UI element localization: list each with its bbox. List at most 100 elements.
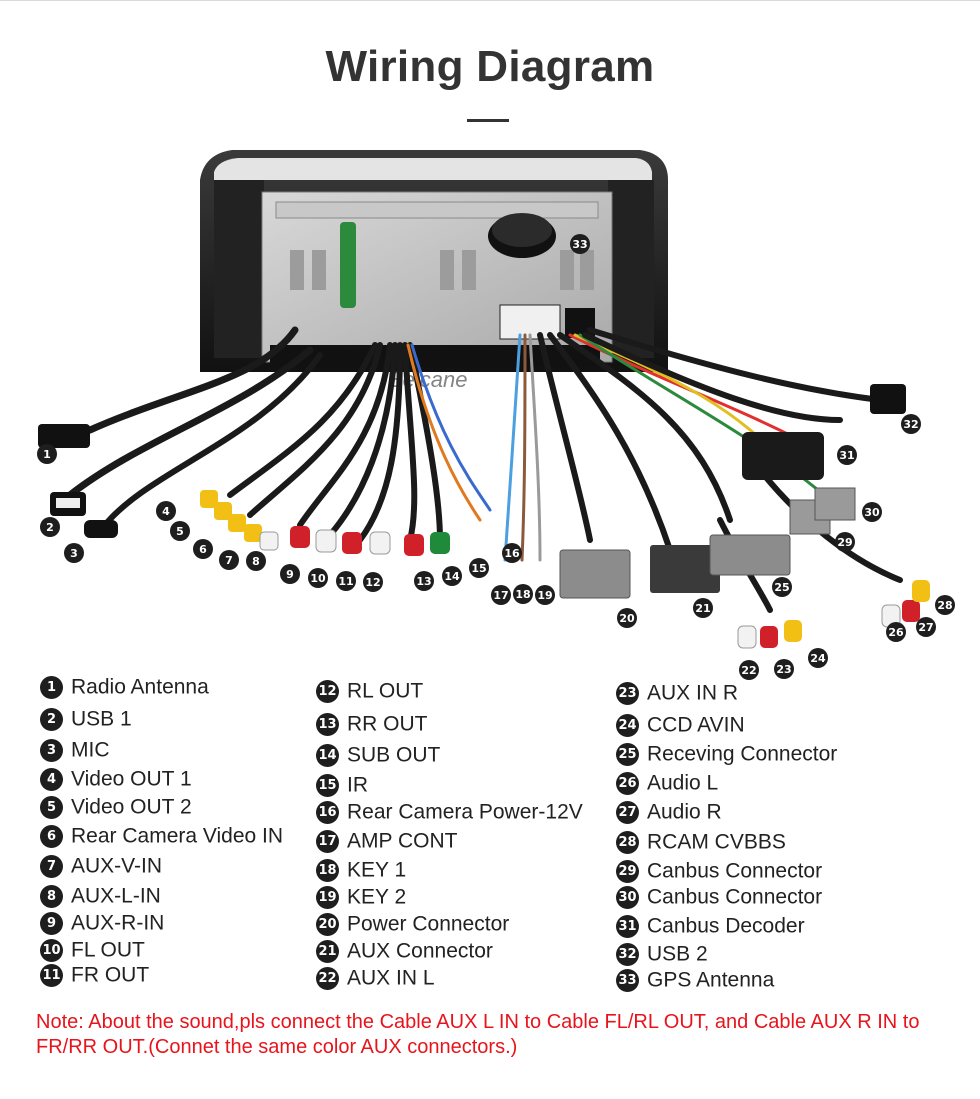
callout-27: 27 (916, 617, 936, 637)
head-unit (200, 150, 668, 372)
svg-text:3: 3 (70, 547, 78, 560)
legend-label: AUX-L-IN (71, 884, 161, 908)
legend-label: Video OUT 1 (71, 767, 192, 791)
svg-text:32: 32 (903, 418, 918, 431)
legend-number-badge: 26 (616, 771, 639, 795)
callout-16: 16 (502, 543, 522, 563)
svg-text:8: 8 (252, 555, 260, 568)
legend-number-badge: 33 (616, 968, 639, 992)
legend-item: 12 RL OUT (316, 678, 423, 704)
svg-text:15: 15 (471, 562, 486, 575)
callout-7: 7 (219, 550, 239, 570)
legend-label: AUX-V-IN (71, 854, 163, 878)
legend-item: 16 Rear Camera Power-12V (316, 799, 583, 825)
legend-label: USB 1 (71, 707, 132, 731)
legend-item: 4 Video OUT 1 (40, 766, 192, 792)
legend-item: 5 Video OUT 2 (40, 794, 192, 820)
callout-9: 9 (280, 564, 300, 584)
legend-number-badge: 16 (316, 800, 339, 824)
legend-number-badge: 24 (616, 713, 639, 737)
legend-number-badge: 15 (316, 773, 339, 797)
legend-number-badge: 19 (316, 885, 339, 909)
legend-number-badge: 21 (316, 939, 339, 963)
legend-label: FL OUT (71, 938, 145, 962)
legend-label: AUX Connector (347, 939, 493, 963)
legend-item: 27 Audio R (616, 799, 722, 825)
canbus-decoder (742, 432, 824, 480)
legend-label: RL OUT (347, 679, 424, 703)
callout-1: 1 (37, 444, 57, 464)
svg-text:4: 4 (162, 505, 170, 518)
svg-text:25: 25 (774, 581, 789, 594)
legend-label: USB 2 (647, 942, 708, 966)
legend-item: 26 Audio L (616, 770, 718, 796)
legend-label: Video OUT 2 (71, 795, 192, 819)
legend-item: 19 KEY 2 (316, 884, 406, 910)
svg-text:20: 20 (619, 612, 635, 625)
callout-30: 30 (862, 502, 882, 522)
legend-label: Audio R (647, 800, 722, 824)
callout-33: 33 (570, 234, 590, 254)
legend-item: 13 RR OUT (316, 711, 428, 737)
callout-25: 25 (772, 577, 792, 597)
svg-text:7: 7 (225, 554, 233, 567)
aux-connector (650, 545, 720, 593)
legend-number-badge: 12 (316, 679, 339, 703)
svg-text:30: 30 (864, 506, 880, 519)
legend-number-badge: 13 (316, 712, 339, 736)
legend-number-badge: 4 (40, 767, 63, 791)
legend-number-badge: 27 (616, 800, 639, 824)
svg-text:5: 5 (176, 525, 184, 538)
callout-20: 20 (617, 608, 637, 628)
callout-14: 14 (442, 566, 462, 586)
legend-number-badge: 23 (616, 681, 639, 705)
legend-label: CCD AVIN (647, 713, 745, 737)
callout-15: 15 (469, 558, 489, 578)
callout-8: 8 (246, 551, 266, 571)
callout-32: 32 (901, 414, 921, 434)
svg-text:19: 19 (537, 589, 552, 602)
callout-26: 26 (886, 622, 906, 642)
rca-audio-group (290, 526, 450, 556)
callout-11: 11 (336, 571, 356, 591)
callout-3: 3 (64, 543, 84, 563)
legend-label: Audio L (647, 771, 719, 795)
svg-text:16: 16 (504, 547, 520, 560)
svg-text:24: 24 (810, 652, 826, 665)
callout-13: 13 (414, 571, 434, 591)
legend-item: 7 AUX-V-IN (40, 853, 162, 879)
legend-number-badge: 9 (40, 911, 63, 935)
legend-number-badge: 5 (40, 795, 63, 819)
legend-number-badge: 7 (40, 854, 63, 878)
canbus-connector-30 (814, 487, 856, 521)
legend-label: KEY 2 (347, 885, 407, 909)
callout-31: 31 (837, 445, 857, 465)
callout-23: 23 (774, 659, 794, 679)
legend-number-badge: 22 (316, 966, 339, 990)
svg-text:31: 31 (839, 449, 854, 462)
legend-label: Rear Camera Power-12V (347, 800, 583, 824)
svg-text:12: 12 (365, 576, 380, 589)
callout-19: 19 (535, 585, 555, 605)
callout-21: 21 (693, 598, 713, 618)
legend-number-badge: 1 (40, 675, 63, 699)
callout-29: 29 (835, 532, 855, 552)
gps-antenna (488, 213, 556, 258)
legend-number-badge: 6 (40, 824, 63, 848)
svg-text:21: 21 (695, 602, 710, 615)
legend-label: MIC (71, 738, 110, 762)
legend-label: RR OUT (347, 712, 428, 736)
callout-4: 4 (156, 501, 176, 521)
